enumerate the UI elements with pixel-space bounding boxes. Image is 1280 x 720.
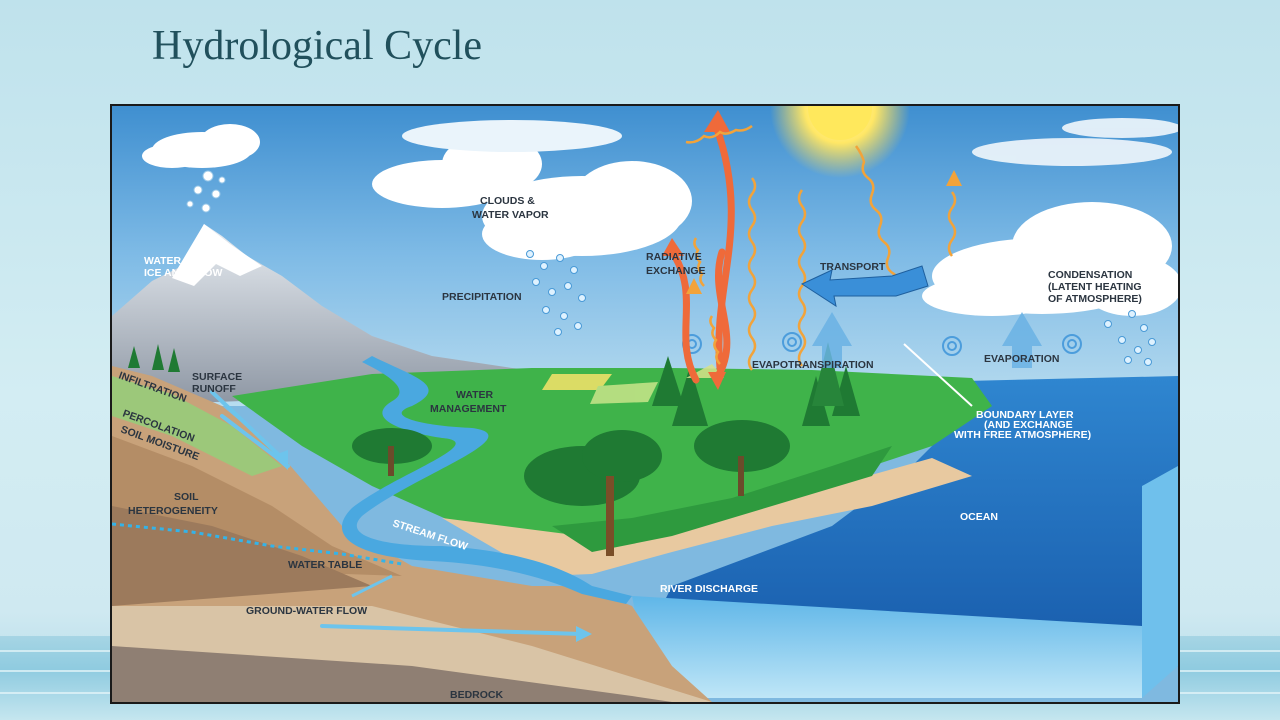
label-evaporation: EVAPORATION (984, 353, 1059, 365)
fields (542, 364, 724, 404)
label-radiative-exchange: RADIATIVE (646, 251, 702, 263)
ocean-side (632, 596, 1142, 698)
label-boundary-layer: BOUNDARY LAYER (976, 409, 1074, 421)
arrow-top-head (704, 110, 730, 132)
svg-text:ICE AND SNOW: ICE AND SNOW (144, 267, 222, 279)
svg-text:HETEROGENEITY: HETEROGENEITY (128, 505, 218, 517)
arrow-up-head (662, 238, 684, 256)
arrow-down-head (708, 372, 726, 390)
cloud-right (922, 202, 1178, 316)
label-clouds: CLOUDS & (480, 195, 535, 207)
cloud-high-right (972, 118, 1178, 166)
river (341, 356, 632, 604)
label-groundwater-flow: GROUND-WATER FLOW (246, 605, 367, 617)
label-water-table: WATER TABLE (288, 559, 362, 571)
evaporation-arrow (1002, 312, 1042, 368)
radiative-arrows (668, 122, 735, 384)
transport-arrow (800, 265, 929, 308)
svg-text:(LATENT HEATING: (LATENT HEATING (1048, 281, 1142, 293)
label-river-discharge: RIVER DISCHARGE (660, 583, 758, 595)
label-surface-runoff: SURFACE (192, 371, 242, 383)
svg-text:WITH FREE ATMOSPHERE): WITH FREE ATMOSPHERE) (954, 429, 1091, 441)
cloud-top (402, 120, 622, 152)
label-condensation: CONDENSATION (1048, 269, 1132, 281)
svg-text:(AND EXCHANGE: (AND EXCHANGE (984, 419, 1073, 431)
water-table-line (112, 522, 403, 566)
cloud-left (142, 124, 260, 168)
condensation-drops (1104, 310, 1156, 366)
precipitation-drops (526, 250, 586, 336)
label-precipitation: PRECIPITATION (442, 291, 522, 303)
trees (128, 342, 860, 556)
svg-text:MANAGEMENT: MANAGEMENT (430, 403, 507, 415)
label-evapotranspiration: EVAPOTRANSPIRATION (752, 359, 874, 371)
label-soil-heterogeneity: SOIL (174, 491, 199, 503)
sun (770, 106, 910, 178)
label-transport: TRANSPORT (820, 261, 886, 273)
label-bedrock: BEDROCK (450, 689, 504, 701)
bedrock (112, 646, 672, 702)
evapotranspiration-arrow (812, 312, 852, 368)
radiation-waves (685, 124, 957, 371)
label-water-storage: WATER STORAGE IN (144, 255, 249, 267)
svg-text:OF ATMOSPHERE): OF ATMOSPHERE) (1048, 293, 1142, 305)
label-ocean: OCEAN (960, 511, 998, 523)
hydrological-cycle-diagram: CLOUDS & WATER VAPOR RADIATIVE EXCHANGE … (110, 104, 1180, 704)
label-water-management: WATER (456, 389, 494, 401)
svg-text:WATER VAPOR: WATER VAPOR (472, 209, 549, 221)
svg-text:RUNOFF: RUNOFF (192, 383, 236, 395)
slide-title: Hydrological Cycle (152, 23, 483, 69)
snowflake-icons (186, 170, 226, 213)
svg-text:EXCHANGE: EXCHANGE (646, 265, 706, 277)
